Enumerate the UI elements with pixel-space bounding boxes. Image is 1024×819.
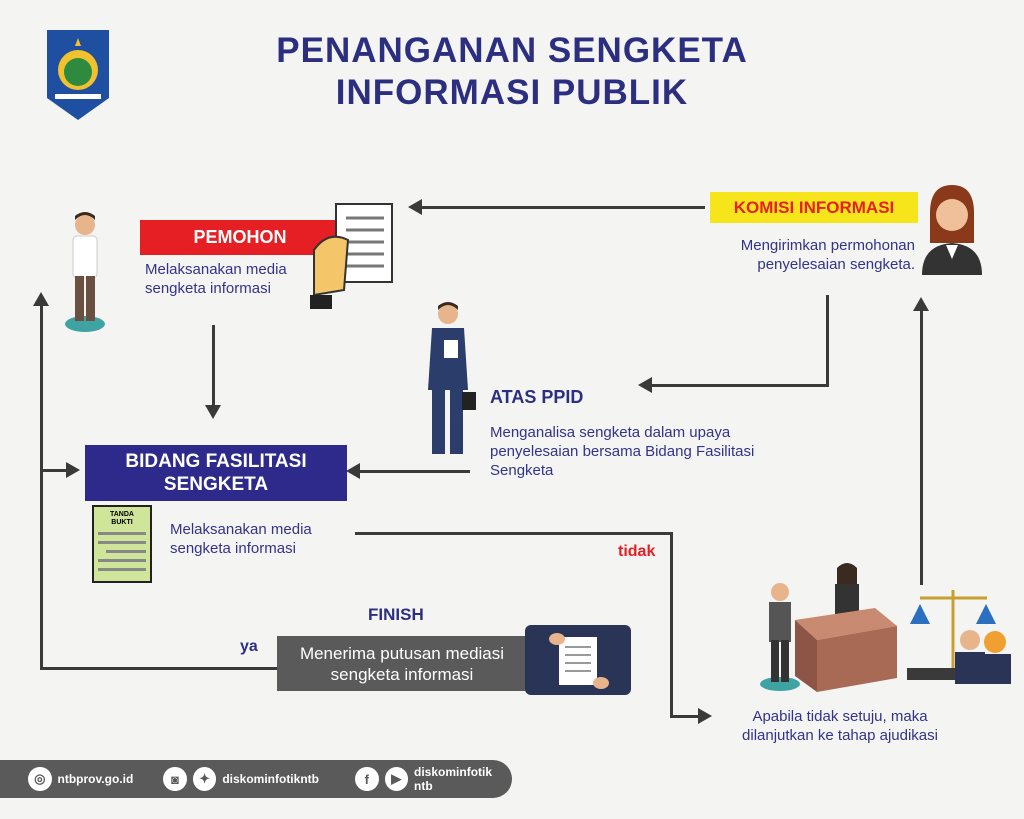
arrow-finish-loop bbox=[40, 667, 277, 670]
arrow-line bbox=[670, 532, 673, 718]
ppid-officer-icon bbox=[428, 302, 476, 454]
applicant-person-icon bbox=[65, 212, 105, 332]
court-adjudication-icon bbox=[760, 563, 1011, 692]
arrow-pemohon-to-bidang bbox=[212, 325, 215, 407]
arrowhead-icon bbox=[638, 377, 652, 393]
arrow-line bbox=[40, 305, 43, 670]
arrowhead-icon bbox=[698, 708, 712, 724]
no-label: tidak bbox=[618, 543, 656, 560]
page-title: PENANGANAN SENGKETA INFORMASI PUBLIK bbox=[276, 31, 748, 112]
komisi-label: KOMISI INFORMASI bbox=[710, 192, 918, 223]
arrowhead-icon bbox=[346, 463, 360, 479]
tanda-bukti-document-icon: TANDA BUKTI bbox=[92, 505, 152, 583]
twitter-handle[interactable]: diskominfotikntb bbox=[222, 772, 319, 786]
footer-bar: ◎ ntbprov.go.id ◙ ✦ diskominfotikntb f ▶… bbox=[0, 760, 512, 798]
arrow-komisi-to-pemohon bbox=[420, 206, 705, 209]
arrowhead-icon bbox=[205, 405, 221, 419]
arrow-to-ajudikasi bbox=[355, 532, 673, 535]
youtube-icon[interactable]: ▶ bbox=[384, 767, 409, 791]
facebook-icon[interactable]: f bbox=[354, 767, 379, 791]
arrow-komisi-to-ppid bbox=[826, 295, 829, 387]
ppid-label: ATAS PPID bbox=[490, 387, 584, 407]
arrow-line bbox=[670, 715, 700, 718]
ntb-province-logo bbox=[47, 30, 109, 120]
finish-label: FINISH bbox=[368, 605, 424, 624]
handshake-document-icon bbox=[525, 625, 631, 695]
yes-label: ya bbox=[240, 638, 258, 655]
arrow-line bbox=[650, 384, 829, 387]
facebook-handle[interactable]: diskominfotik ntb bbox=[414, 765, 493, 793]
arrowhead-icon bbox=[913, 297, 929, 311]
website-link[interactable]: ntbprov.go.id bbox=[57, 772, 134, 786]
arrow-ajudikasi-to-komisi bbox=[920, 310, 923, 585]
twitter-icon[interactable]: ✦ bbox=[192, 767, 217, 791]
commissioner-woman-icon bbox=[922, 185, 982, 275]
arrowhead-icon bbox=[66, 462, 80, 478]
arrowhead-icon bbox=[408, 199, 422, 215]
instagram-icon[interactable]: ◙ bbox=[163, 767, 187, 791]
document-hand-icon bbox=[310, 203, 393, 309]
arrow-line bbox=[40, 469, 68, 472]
globe-icon: ◎ bbox=[28, 767, 52, 791]
document-label: TANDA BUKTI bbox=[110, 511, 134, 526]
arrowhead-icon bbox=[33, 292, 49, 306]
arrow-ppid-to-bidang bbox=[358, 470, 470, 473]
pemohon-label: PEMOHON bbox=[140, 220, 340, 255]
